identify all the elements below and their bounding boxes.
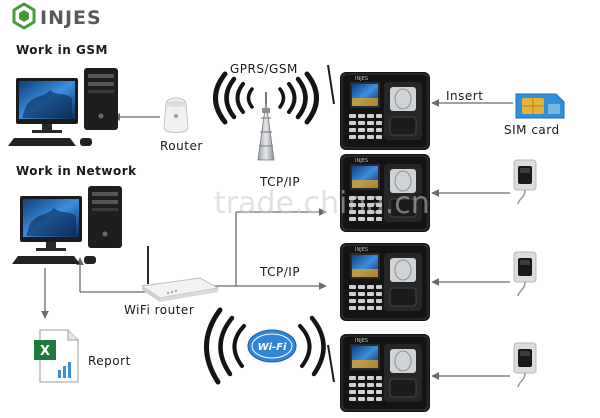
report-label: Report <box>88 354 131 368</box>
wifi-badge-text: Wi-Fi <box>258 342 287 353</box>
work-in-gsm-label: Work in GSM <box>16 43 108 57</box>
cell-tower-icon <box>257 92 275 161</box>
injes-logo-icon <box>12 2 36 30</box>
card-reader-icon <box>513 342 537 388</box>
terminal-4: INJES <box>327 333 431 413</box>
svg-text:X: X <box>40 344 50 359</box>
tcp-ip-mid-label: TCP/IP <box>259 265 300 279</box>
terminal-brand: INJES <box>355 247 368 253</box>
gsm-computer-icon <box>8 68 118 146</box>
excel-report-icon: X <box>34 329 79 383</box>
gprs-gsm-label: GPRS/GSM <box>230 62 298 76</box>
network-computer-icon <box>12 186 122 264</box>
wifi-router-label: WiFi router <box>124 303 194 317</box>
wifi-badge: Wi-Fi <box>247 329 297 363</box>
terminal-2: INJES <box>339 153 431 233</box>
router-icon <box>163 97 189 133</box>
router-label: Router <box>160 139 203 153</box>
work-in-network-label: Work in Network <box>16 164 137 178</box>
card-reader-icon <box>513 159 537 205</box>
tcp-ip-top-label: TCP/IP <box>259 175 300 189</box>
wifi-waves-icon <box>204 307 326 385</box>
signal-waves-icon <box>213 71 319 125</box>
sim-card-icon <box>515 93 565 119</box>
brand-name: INJES <box>40 7 102 29</box>
sim-card-label: SIM card <box>504 123 560 137</box>
terminal-3: INJES <box>339 242 431 322</box>
terminal-1: INJES <box>327 64 431 151</box>
card-reader-icon <box>513 251 537 297</box>
terminal-brand: INJES <box>355 158 368 164</box>
connector-lines <box>41 99 513 380</box>
insert-label: Insert <box>446 89 483 103</box>
terminal-brand: INJES <box>355 338 368 344</box>
watermark: trade.china.cn <box>214 186 430 221</box>
wifi-router-icon <box>140 246 220 302</box>
terminal-brand: INJES <box>355 76 368 82</box>
